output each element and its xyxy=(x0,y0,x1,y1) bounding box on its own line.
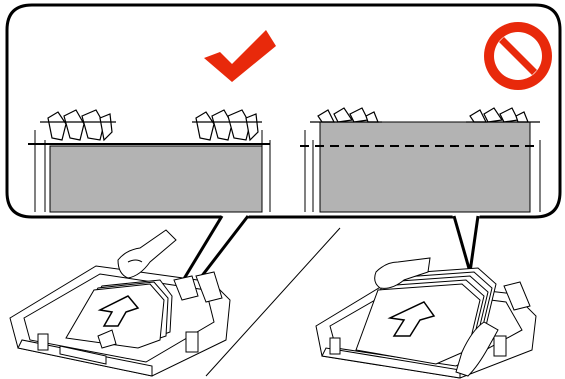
insert-arrow-icon xyxy=(387,301,436,337)
panel-divider-line xyxy=(205,227,341,377)
paper-stack-overfilled xyxy=(319,121,531,213)
hand-holding-paper xyxy=(374,257,431,289)
edge-guide-tabs-left xyxy=(310,107,382,123)
insert-arrow-icon xyxy=(97,295,140,327)
left-magnified-panel xyxy=(28,30,276,213)
paper-stack-correct xyxy=(49,145,263,213)
prohibited-icon xyxy=(484,22,552,90)
edge-guide-tabs-right xyxy=(466,107,540,123)
edge-guide-tabs-left xyxy=(40,109,116,142)
right-magnified-panel xyxy=(300,22,552,213)
hand-holding-paper xyxy=(455,321,499,377)
paper-tray-overfilled xyxy=(315,257,537,379)
callout-pointer-right xyxy=(452,214,480,273)
paper-tray-correct xyxy=(9,229,231,377)
hand-holding-paper xyxy=(117,229,177,279)
edge-guide-tabs-right xyxy=(192,109,262,142)
checkmark-icon xyxy=(204,30,276,82)
